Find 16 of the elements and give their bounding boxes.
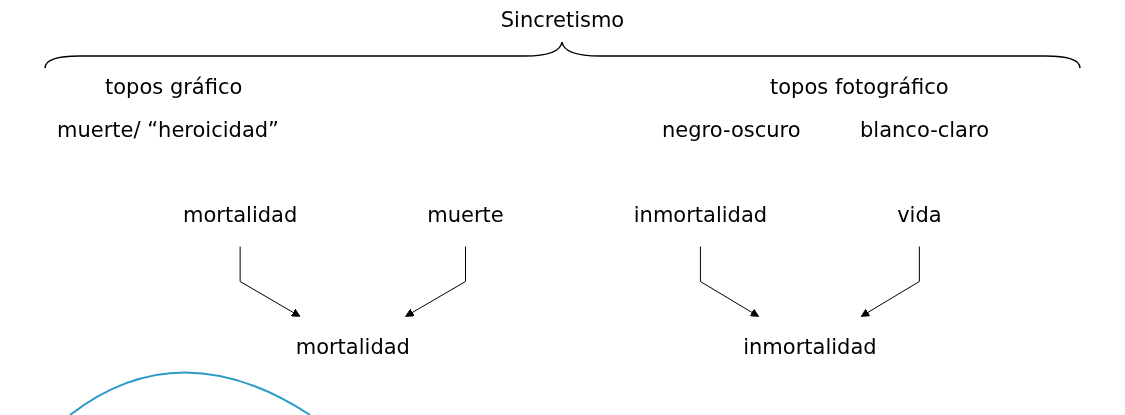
node-text: vida bbox=[897, 203, 942, 227]
node-text: inmortalidad bbox=[743, 334, 877, 359]
text-label: topos gráfico bbox=[105, 75, 243, 99]
arrow bbox=[405, 246, 467, 317]
arrow bbox=[700, 246, 760, 317]
text-label: blanco-claro bbox=[860, 118, 989, 142]
node-text: inmortalidad bbox=[633, 203, 768, 227]
text-label: negro-oscuro bbox=[662, 118, 801, 142]
node-text: muerte bbox=[427, 203, 504, 227]
text-label: muerte/ “heroicidad” bbox=[57, 118, 279, 142]
text-label: topos fotográfico bbox=[770, 75, 949, 99]
arrow bbox=[860, 246, 921, 317]
node-text: mortalidad bbox=[295, 334, 411, 359]
diagram-title: Sincretismo bbox=[499, 8, 626, 32]
node-text: mortalidad bbox=[183, 203, 298, 227]
arrow bbox=[239, 246, 301, 317]
